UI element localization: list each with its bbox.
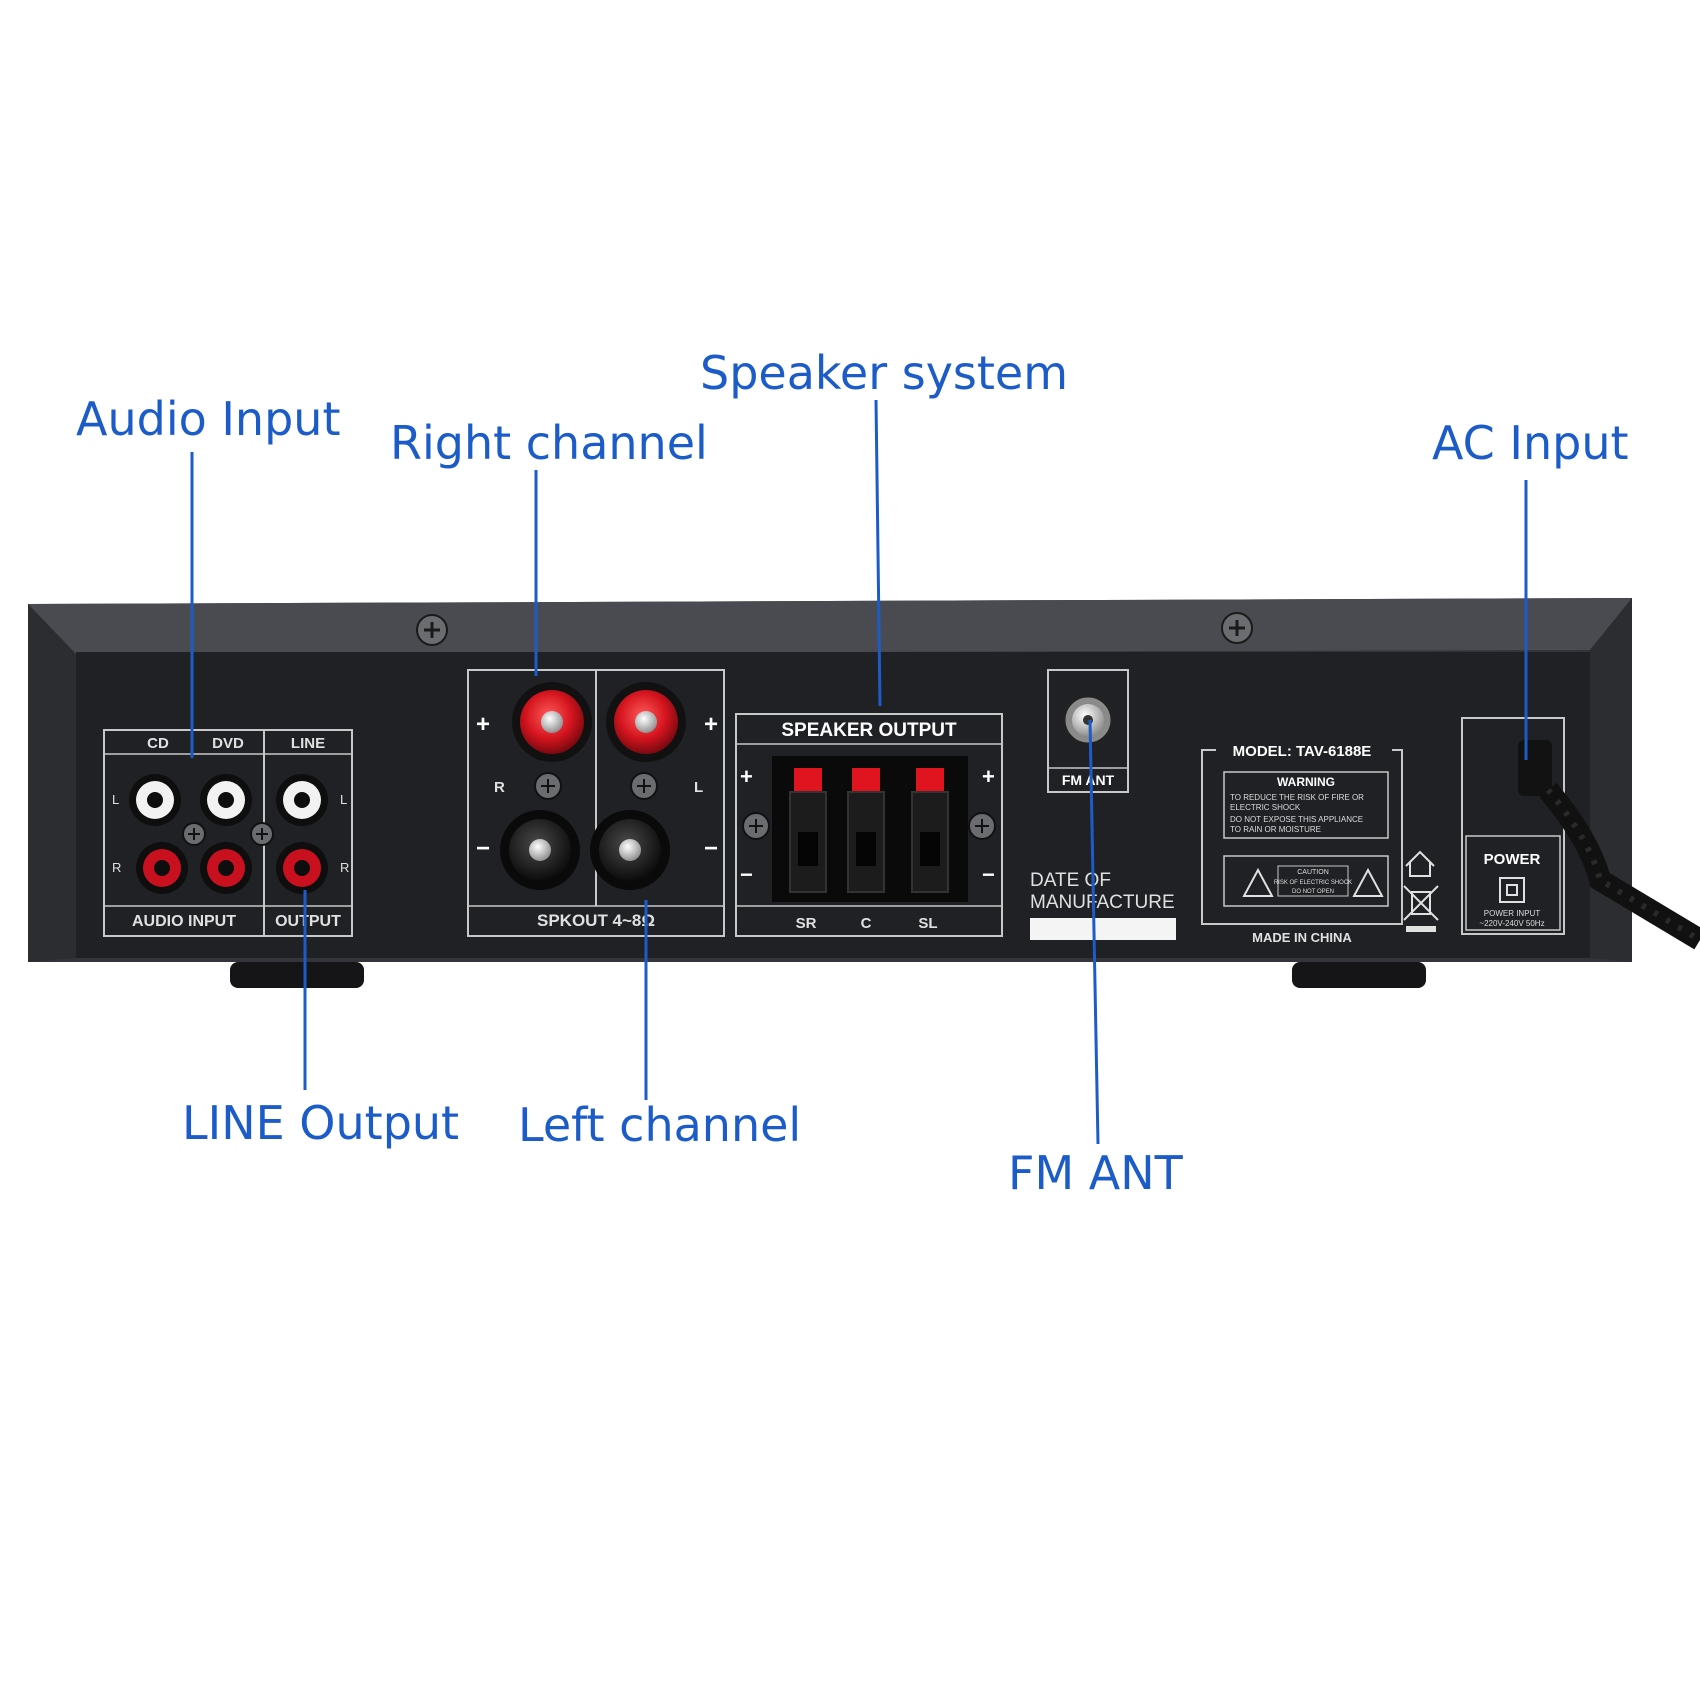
date-line-2: MANUFACTURE [1030,892,1175,913]
spk-plus-left: + [476,711,490,738]
caution-line-3: DO NOT OPEN [1292,889,1334,895]
warning-title: WARNING [1277,775,1335,789]
c-spring-clip[interactable] [847,768,885,893]
c-label: C [861,915,872,932]
warning-line-4: TO RAIN OR MOISTURE [1230,825,1321,834]
spk-minus-left: − [476,835,490,862]
dvd-label: DVD [212,735,244,752]
power-input-line-2: ~220V-240V 50Hz [1479,919,1544,928]
model-label: MODEL: TAV-6188E [1233,743,1372,760]
leader-speaker-system [874,399,882,707]
spk-l-label: L [694,779,703,796]
fm-antenna-connector[interactable] [1062,694,1114,746]
audio-input-section: CD DVD LINE AUDIO INPUT OUTPUT L R L R [103,729,353,937]
screw-so-left [742,812,770,840]
spk-plus-right: + [704,711,718,738]
right-channel-positive-terminal[interactable] [512,682,592,762]
spk-r-label: R [494,779,505,796]
model-label-block: MODEL: TAV-6188E WARNING TO REDUCE THE R… [1201,743,1439,945]
sl-label: SL [918,915,937,932]
fm-ant-label: FM ANT [1062,772,1115,788]
right-mark-input: R [112,860,121,875]
so-plus-left: + [740,764,753,789]
right-channel-negative-terminal[interactable] [500,810,580,890]
callout-line-output: LINE Output [182,1096,460,1150]
screw-top-left [416,614,448,646]
warning-line-2: ELECTRIC SHOCK [1230,803,1301,812]
left-channel-negative-terminal[interactable] [590,810,670,890]
callout-right-channel: Right channel [390,416,708,470]
right-mark-output: R [340,860,349,875]
date-of-manufacture: DATE OF MANUFACTURE [1030,870,1176,940]
warning-line-1: TO REDUCE THE RISK OF FIRE OR [1230,793,1364,802]
power-input-line-1: POWER INPUT [1484,909,1541,918]
sl-spring-clip[interactable] [911,768,949,893]
indoor-use-icon [1405,850,1435,877]
screw-audio-2 [250,822,274,846]
cd-label: CD [147,735,169,752]
caution-box [1223,855,1389,907]
leader-fm-ant [1088,719,1100,1145]
left-mark-input: L [112,792,119,807]
rca-dvd-left[interactable] [200,774,252,826]
screw-top-right [1221,612,1253,644]
callout-fm-ant: FM ANT [1008,1146,1183,1200]
rca-cd-right[interactable] [136,842,188,894]
warning-line-3: DO NOT EXPOSE THIS APPLIANCE [1230,815,1363,824]
date-line-1: DATE OF [1030,870,1111,891]
made-in-label: MADE IN CHINA [1252,930,1352,945]
chassis-left-bevel [28,604,76,962]
line-label: LINE [291,735,325,752]
callout-left-channel: Left channel [518,1098,802,1152]
warning-triangle-right-icon [1352,867,1384,897]
so-plus-right: + [982,764,995,789]
chassis-top-bevel [28,598,1632,654]
fm-ant-section: FM ANT [1047,669,1129,793]
caution-line-2: RISK OF ELECTRIC SHOCK [1274,880,1352,886]
rca-line-out-left[interactable] [276,774,328,826]
audio-section-border [103,729,353,937]
spkout-section: SPKOUT 4~8Ω R L + + − − [467,669,725,937]
power-label: POWER [1484,851,1541,868]
rca-cd-left[interactable] [129,774,181,826]
rca-line-out-right[interactable] [276,842,328,894]
left-channel-positive-terminal[interactable] [606,682,686,762]
speaker-output-section: SPEAKER OUTPUT SR C SL + + − − [735,713,1003,937]
sr-label: SR [796,915,817,932]
fm-ant-border [1047,669,1129,793]
power-section: POWER POWER INPUT ~220V-240V 50Hz [1461,717,1700,950]
foot-right [1292,962,1426,988]
screw-spk-1 [534,772,562,800]
callout-leaders [190,399,1528,1145]
weee-bin-icon [1403,885,1439,932]
speaker-output-border [735,713,1003,937]
audio-input-label: AUDIO INPUT [132,913,236,930]
callout-audio-input: Audio Input [76,392,341,446]
callout-speaker-system: Speaker system [700,346,1069,400]
callout-ac-input: AC Input [1432,416,1629,470]
speaker-output-title: SPEAKER OUTPUT [781,720,957,741]
caution-line-1: CAUTION [1297,869,1329,876]
screw-audio-1 [182,822,206,846]
screw-so-right [968,812,996,840]
warning-triangle-left-icon [1242,867,1274,897]
date-sticker [1030,918,1176,940]
foot-left [230,962,364,988]
sr-spring-clip[interactable] [789,768,827,893]
spkout-label: SPKOUT 4~8Ω [537,911,655,930]
spk-minus-right: − [704,835,718,862]
screw-spk-2 [630,772,658,800]
double-insulation-icon [1499,877,1525,903]
rca-dvd-right[interactable] [200,842,252,894]
so-minus-right: − [982,862,995,887]
left-mark-output: L [340,792,347,807]
so-minus-left: − [740,862,753,887]
output-label: OUTPUT [275,913,341,930]
